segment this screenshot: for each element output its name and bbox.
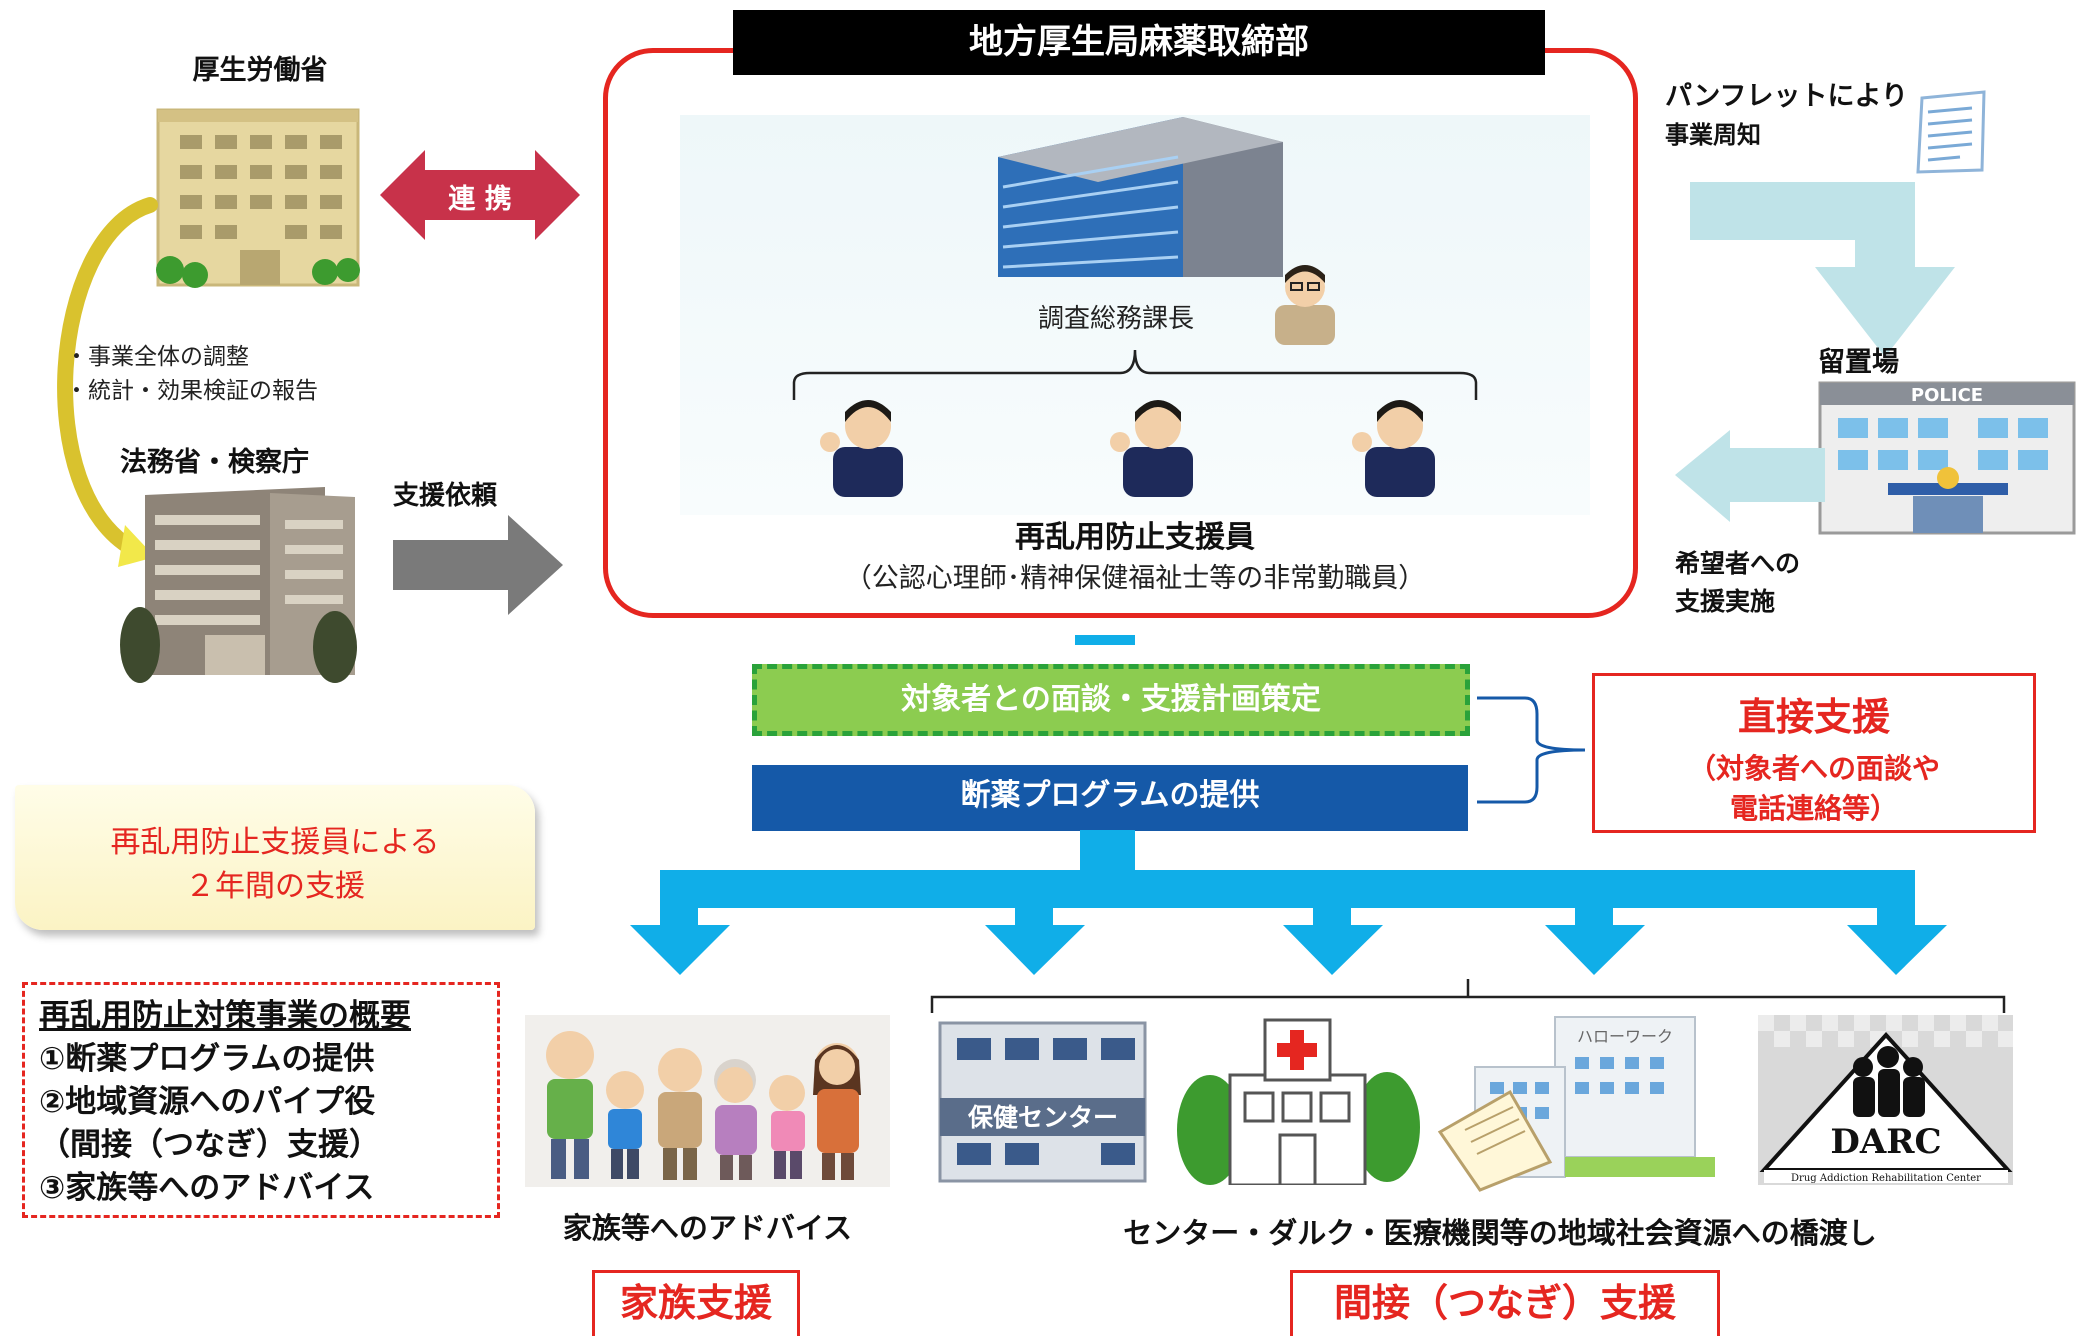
family-illustration-icon — [525, 1015, 890, 1187]
staff-note: （公認心理師･精神保健福祉士等の非常勤職員） — [844, 563, 1426, 594]
overview-item-4: ③家族等へのアドバイス — [39, 1170, 375, 1206]
staff-avatar-1-icon — [820, 400, 903, 497]
distribution-arrows — [630, 830, 1947, 975]
police-sign: POLICE — [1911, 385, 1983, 406]
pamphlet-line-2: 事業周知 — [1665, 121, 1761, 149]
pamphlet-to-detention-arrow — [1690, 182, 1955, 357]
detention-label: 留置場 — [1818, 347, 1899, 378]
applicant-line-1: 希望者への — [1675, 549, 1801, 578]
two-year-line-2: ２年間の支援 — [185, 869, 365, 904]
hospital-icon — [1177, 1018, 1420, 1185]
darc-caption: Drug Addiction Rehabilitation Center — [1791, 1173, 1981, 1184]
darc-logo-text: DARC — [1830, 1122, 1941, 1162]
hellowork-icon: ハローワーク — [1437, 1016, 1715, 1192]
direct-support-title: 直接支援 — [1737, 695, 1890, 739]
overview-item-3: （間接（つなぎ）支援） — [39, 1127, 380, 1163]
bureau-building-icon — [998, 117, 1283, 277]
two-year-note: 再乱用防止支援員による ２年間の支援 — [15, 785, 535, 930]
moj-label: 法務省・検察庁 — [120, 447, 309, 478]
pamphlet-line-1: パンフレットにより — [1665, 81, 1908, 112]
coordination-note-1: ・事業全体の調整 — [65, 344, 249, 370]
applicant-line-2: 支援実施 — [1675, 587, 1776, 616]
health-center-icon: 保健センター — [938, 1021, 1147, 1183]
chief-label: 調査総務課長 — [1038, 304, 1195, 334]
cooperation-arrow — [380, 150, 580, 240]
health-center-sign: 保健センター — [967, 1103, 1118, 1132]
staff-title: 再乱用防止支援員 — [1015, 520, 1255, 555]
overview-title: 再乱用防止対策事業の概要 — [39, 998, 411, 1034]
direct-support-brace — [1477, 696, 1586, 804]
pamphlet-text: パンフレットにより 事業周知 — [1665, 78, 1908, 154]
overview-item-1: ①断薬プログラムの提供 — [39, 1041, 375, 1077]
cooperation-label: 連 携 — [448, 184, 512, 215]
family-support-tag: 家族支援 — [592, 1270, 800, 1336]
family-caption: 家族等へのアドバイス — [562, 1211, 853, 1245]
direct-support-line-1: （対象者への面談や — [1687, 752, 1940, 785]
pamphlet-icon — [1916, 90, 1986, 174]
moj-building-icon — [120, 487, 357, 683]
applicant-text: 希望者への 支援実施 — [1675, 545, 1800, 621]
program-bar: 断薬プログラムの提供 — [752, 765, 1468, 831]
mhlw-building-icon — [156, 108, 360, 288]
detention-to-bureau-arrow — [1675, 430, 1825, 522]
hellowork-sign: ハローワーク — [1577, 1027, 1673, 1046]
police-station-icon: POLICE — [1818, 381, 2076, 535]
indirect-support-tag: 間接（つなぎ）支援 — [1290, 1270, 1720, 1336]
two-year-line-1: 再乱用防止支援員による — [110, 825, 440, 860]
staff-brace — [792, 349, 1478, 400]
direct-support-line-2: 電話連絡等） — [1729, 792, 1898, 825]
staff-avatar-2-icon — [1110, 400, 1193, 497]
darc-logo-icon: DARC Drug Addiction Rehabilitation Cente… — [1758, 1015, 2013, 1185]
overview-box: 再乱用防止対策事業の概要 ①断薬プログラムの提供 ②地域資源へのパイプ役 （間接… — [22, 982, 500, 1218]
coordination-notes: ・事業全体の調整 ・統計・効果検証の報告 — [65, 340, 318, 408]
chief-avatar-icon — [1275, 265, 1335, 345]
direct-support-box: 直接支援 （対象者への面談や 電話連絡等） — [1592, 673, 2036, 833]
interview-bar: 対象者との面談・支援計画策定 — [752, 664, 1470, 736]
coordination-note-2: ・統計・効果検証の報告 — [65, 378, 318, 404]
resources-brace — [930, 979, 2006, 1013]
mhlw-label: 厚生労働省 — [192, 55, 328, 86]
overview-item-2: ②地域資源へのパイプ役 — [39, 1084, 376, 1120]
bureau-title: 地方厚生局麻薬取締部 — [733, 10, 1545, 75]
connector-dash — [1075, 635, 1135, 645]
support-request-label: 支援依頼 — [393, 481, 498, 511]
support-request-arrow — [393, 515, 563, 615]
staff-avatar-3-icon — [1352, 400, 1435, 497]
resources-caption: センター・ダルク・医療機関等の地域社会資源への橋渡し — [1123, 1216, 1877, 1250]
